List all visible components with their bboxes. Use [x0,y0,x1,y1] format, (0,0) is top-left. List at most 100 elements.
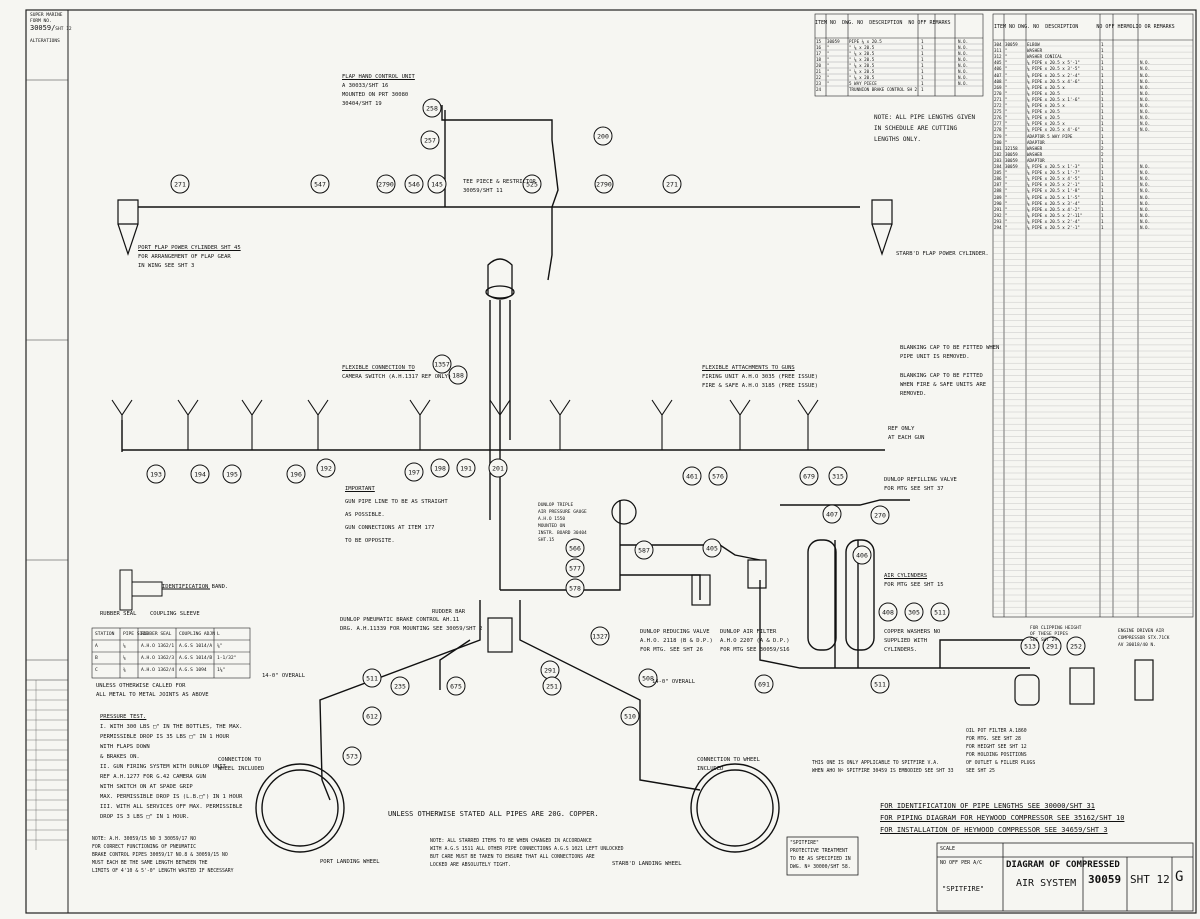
schedule-cell: " [1005,78,1008,84]
schedule-cell: N.O. [1140,212,1151,218]
schedule-cell: 292 [994,212,1002,218]
port-flap-label: PORT FLAP POWER CYLINDER SHT 45 FOR ARRA… [138,245,241,269]
this-one-note: THIS ONE IS ONLY APPLICABLE TO SPITFIRE … [812,761,954,774]
item-bubble [404,462,424,482]
schedule-cell: 1 [1101,164,1104,169]
schedule-cell: 272 [994,103,1002,108]
schedule-cell: 1 [1101,109,1104,115]
schedule-cell: 286 [994,176,1002,182]
schedule-cell: N.O. [1140,225,1151,230]
schedule-cell: 1 [921,87,924,92]
item-bubble [662,174,682,194]
schedule-cell: 1 [921,51,924,56]
schedule-cell: " [1005,96,1008,102]
schedule-left-header: ITEM No DWG. No DESCRIPTION No OFF REMAR… [815,20,951,26]
drawing-number: 30059 [1088,873,1122,886]
schedule-cell: N.O. [1140,188,1151,194]
important-note: IMPORTANT GUN PIPE LINE TO BE AS STRAIGH… [345,486,448,544]
item-bubble [310,174,330,194]
item-bubble-label: 587 [638,547,650,555]
schedule-cell: N.O. [958,51,969,56]
schedule-cell: " [1005,133,1008,139]
item-bubble-label: 305 [908,609,920,617]
item-bubble-label: 2790 [596,181,612,189]
schedule-cell: N.O. [1140,127,1151,133]
item-bubble [456,458,476,478]
item-bubble [828,466,848,486]
item-bubble-label: 566 [569,545,581,553]
item-bubble-label: 291 [1046,643,1058,651]
schedule-cell: 15 [816,39,822,44]
schedule-cell: N.O. [1140,96,1151,102]
schedule-cell: 17 [816,51,822,56]
item-bubble [878,602,898,622]
schedule-cell: " [1005,218,1008,224]
item-bubble [904,602,924,622]
schedule-cell: 1 [1101,48,1104,54]
schedule-cell: " [1005,60,1008,66]
schedule-cell: " [827,69,830,74]
schedule-cell: " [1005,182,1008,188]
schedule-cell: " [1005,84,1008,90]
schedule-cell: 276 [994,115,1002,121]
identification-label: IDENTIFICATION BAND. [162,584,229,590]
item-bubble [565,578,585,598]
item-bubble-label: 198 [434,465,446,473]
gun-drop [489,399,511,450]
schedule-cell: 1 [1101,194,1104,200]
schedule-cell: 1 [1101,200,1104,206]
schedule-cell: ADAPTOR [1027,157,1045,163]
item-bubble [565,538,585,558]
schedule-cell: 22 [816,75,822,80]
schedule-cell: " [1005,206,1008,212]
schedule-cell: 30059 [1005,42,1018,47]
item-bubble-label: 577 [569,565,581,573]
schedule-cell: ⅛ PIPE x 20.5 x 1'-7" [1027,170,1080,176]
station-cell: A.G.S 1094 [179,668,207,673]
schedule-cell: 30059 [1005,151,1018,157]
item-bubble-label: 194 [194,471,206,479]
item-bubble-label: 691 [758,681,770,689]
schedule-cell: N.O. [1140,84,1151,90]
item-bubble-label: 196 [290,471,302,479]
schedule-cell: 1 [921,45,924,50]
gun-drop [729,399,751,450]
copper-washers-label: COPPER WASHERS NO SUPPLIED WITH CYLINDER… [884,629,941,653]
schedule-cell: " ⅛ x 20.5 [849,69,875,74]
item-bubble-label: 258 [426,105,438,113]
schedule-cell: ⅛ PIPE x 20.5 x 1'-3" [1027,164,1080,169]
schedule-cell: 1 [1101,176,1104,182]
item-bubble-label: 201 [492,465,504,473]
revision-letter: G [1175,869,1184,885]
schedule-cell: " [827,57,830,62]
station-cell: 1⅛" [217,668,226,673]
item-bubble [708,466,728,486]
title-block-no-off: No OFF PER A/C [940,860,983,866]
station-cell: RUBBER SEAL [141,632,172,637]
schedule-cell: 284 [994,164,1002,169]
schedule-cell: ADAPTOR [1027,139,1045,145]
schedule-cell: 5 WAY PIECE [849,81,877,86]
item-bubble-label: 200 [597,133,609,141]
schedule-cell: " [1005,176,1008,182]
schedule-cell: ADAPTOR 5 WAY PIPE [1027,133,1073,139]
schedule-cell: 1 [1101,225,1104,230]
item-bubble [1042,636,1062,656]
unless-otherwise-note: UNLESS OTHERWISE CALLED FOR ALL METAL TO… [96,683,209,698]
schedule-cell: 285 [994,170,1002,176]
